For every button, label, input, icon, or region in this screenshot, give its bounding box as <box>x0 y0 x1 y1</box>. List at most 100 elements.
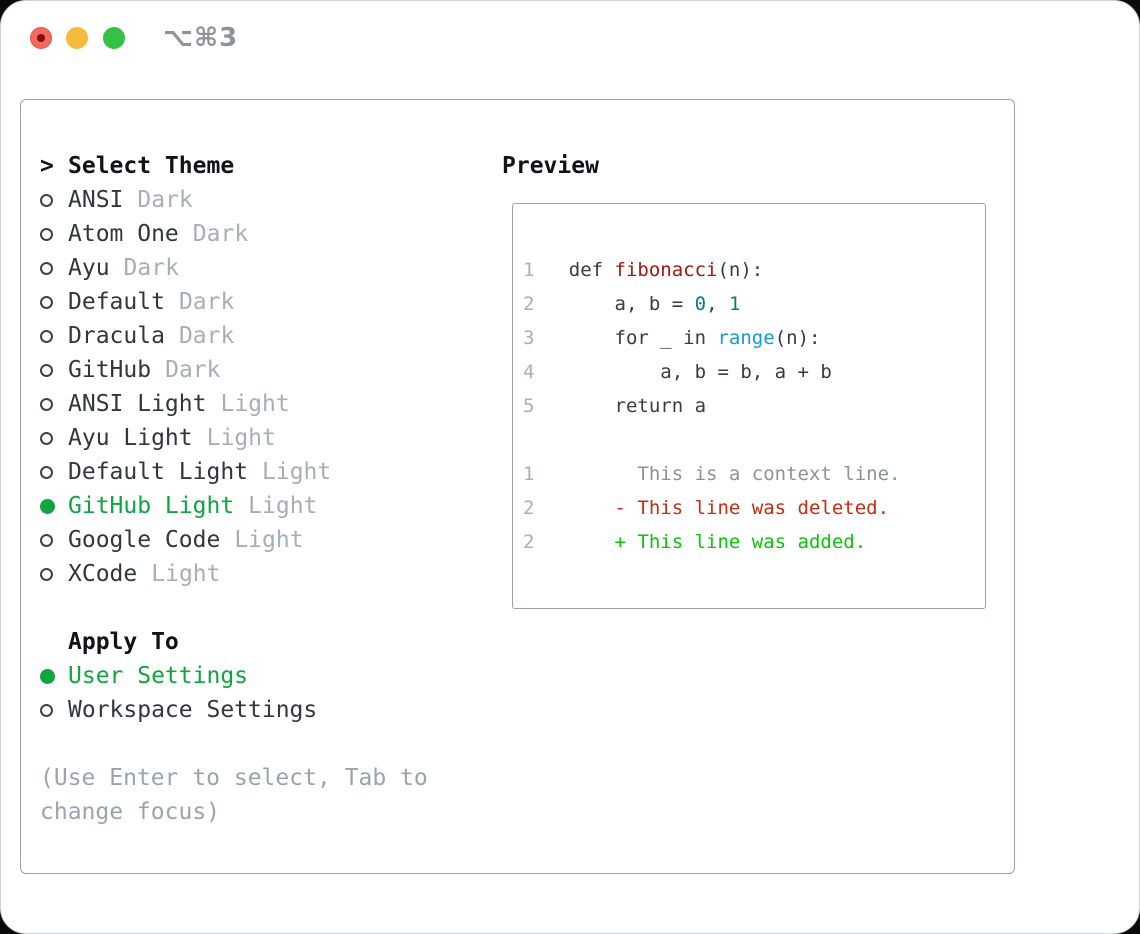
option-label: Default Light <box>68 459 249 485</box>
variant-tag: Light <box>220 391 290 417</box>
radio-icon <box>40 363 68 377</box>
code-line: 1 This is a context line. <box>523 457 901 491</box>
radio-icon <box>40 261 68 275</box>
apply-to-header: Apply To <box>40 625 428 659</box>
theme-option-dracula[interactable]: Dracula Dark <box>40 319 428 353</box>
variant-tag: Dark <box>165 357 221 383</box>
spacer <box>40 591 428 625</box>
token-context: This is a context line. <box>568 463 901 485</box>
variant-tag: Light <box>234 527 304 553</box>
token-code: def <box>568 259 615 281</box>
token-code: a, b = <box>568 293 695 315</box>
code-line: 2 - This line was deleted. <box>523 491 901 525</box>
radio-icon <box>40 465 68 479</box>
line-number: 1 <box>523 463 569 485</box>
option-label: Ayu <box>68 255 110 281</box>
code-line: 4 a, b = b, a + b <box>523 355 901 389</box>
radio-icon <box>40 193 68 207</box>
radio-icon <box>40 397 68 411</box>
close-button[interactable] <box>30 27 52 49</box>
theme-option-default[interactable]: Default Dark <box>40 285 428 319</box>
minimize-button[interactable] <box>66 27 88 49</box>
radio-icon <box>40 295 68 309</box>
line-number: 1 <box>523 259 569 281</box>
variant-tag: Light <box>206 425 276 451</box>
line-number: 2 <box>523 293 569 315</box>
select-theme-title: Select Theme <box>68 153 235 179</box>
token-code: for _ in <box>568 327 718 349</box>
theme-option-google-code[interactable]: Google Code Light <box>40 523 428 557</box>
variant-tag: Dark <box>192 221 249 247</box>
token-number: 1 <box>728 293 741 315</box>
window-shortcut-label: ⌥⌘3 <box>163 23 239 53</box>
variant-tag: Dark <box>123 255 179 281</box>
code-line: 2 + This line was added. <box>523 525 901 559</box>
radio-icon <box>40 567 68 581</box>
option-label: XCode <box>68 561 138 587</box>
maximize-button[interactable] <box>103 27 125 49</box>
preview-title: Preview <box>502 153 599 179</box>
variant-tag: Dark <box>137 187 193 213</box>
option-label: Dracula <box>68 323 165 349</box>
radio-icon <box>40 329 68 343</box>
radio-icon <box>40 703 68 717</box>
keyboard-hint-line: (Use Enter to select, Tab to <box>40 765 428 791</box>
line-number: 2 <box>523 531 569 553</box>
apply-to-title: Apply To <box>68 629 179 655</box>
line-number: 4 <box>523 361 569 383</box>
selected-radio-icon <box>40 498 68 514</box>
radio-icon <box>40 533 68 547</box>
option-label: Workspace Settings <box>68 697 318 723</box>
token-deleted: - This line was deleted. <box>568 497 890 519</box>
spacer <box>40 727 428 761</box>
radio-icon <box>40 227 68 241</box>
option-label: Google Code <box>68 527 221 553</box>
code-line: 5 return a <box>523 389 901 423</box>
line-number: 5 <box>523 395 569 417</box>
variant-tag: Light <box>248 493 318 519</box>
close-dot-icon <box>37 34 45 42</box>
option-label: User Settings <box>68 663 249 689</box>
option-label: Default <box>68 289 165 315</box>
token-code: , <box>706 293 729 315</box>
token-code: return a <box>568 395 707 417</box>
keyboard-hint-line: change focus) <box>40 799 221 825</box>
option-label: GitHub Light <box>68 493 235 519</box>
theme-option-github[interactable]: GitHub Dark <box>40 353 428 387</box>
token-added: + This line was added. <box>568 531 867 553</box>
theme-option-ayu[interactable]: Ayu Dark <box>40 251 428 285</box>
token-code: (n): <box>717 259 764 281</box>
variant-tag: Dark <box>178 323 235 349</box>
token-code: a, b = b, a + b <box>568 361 832 383</box>
variant-tag: Dark <box>178 289 235 315</box>
code-line <box>523 423 901 457</box>
apply-option-workspace-settings[interactable]: Workspace Settings <box>40 693 428 727</box>
select-theme-header: > Select Theme <box>40 149 428 183</box>
option-label: GitHub <box>68 357 152 383</box>
theme-option-github-light[interactable]: GitHub Light Light <box>40 489 428 523</box>
code-line: 1 def fibonacci(n): <box>523 253 901 287</box>
apply-option-user-settings[interactable]: User Settings <box>40 659 428 693</box>
keyboard-hint: (Use Enter to select, Tab to change focus… <box>40 761 428 829</box>
selected-radio-icon <box>40 668 68 684</box>
code-line: 2 a, b = 0, 1 <box>523 287 901 321</box>
prompt-icon: > <box>40 153 54 179</box>
token-number: 0 <box>694 293 707 315</box>
radio-icon <box>40 431 68 445</box>
line-number: 2 <box>523 497 569 519</box>
line-number <box>523 429 534 451</box>
theme-option-atom-one[interactable]: Atom One Dark <box>40 217 428 251</box>
option-label: Atom One <box>68 221 179 247</box>
token-function: fibonacci <box>614 259 718 281</box>
